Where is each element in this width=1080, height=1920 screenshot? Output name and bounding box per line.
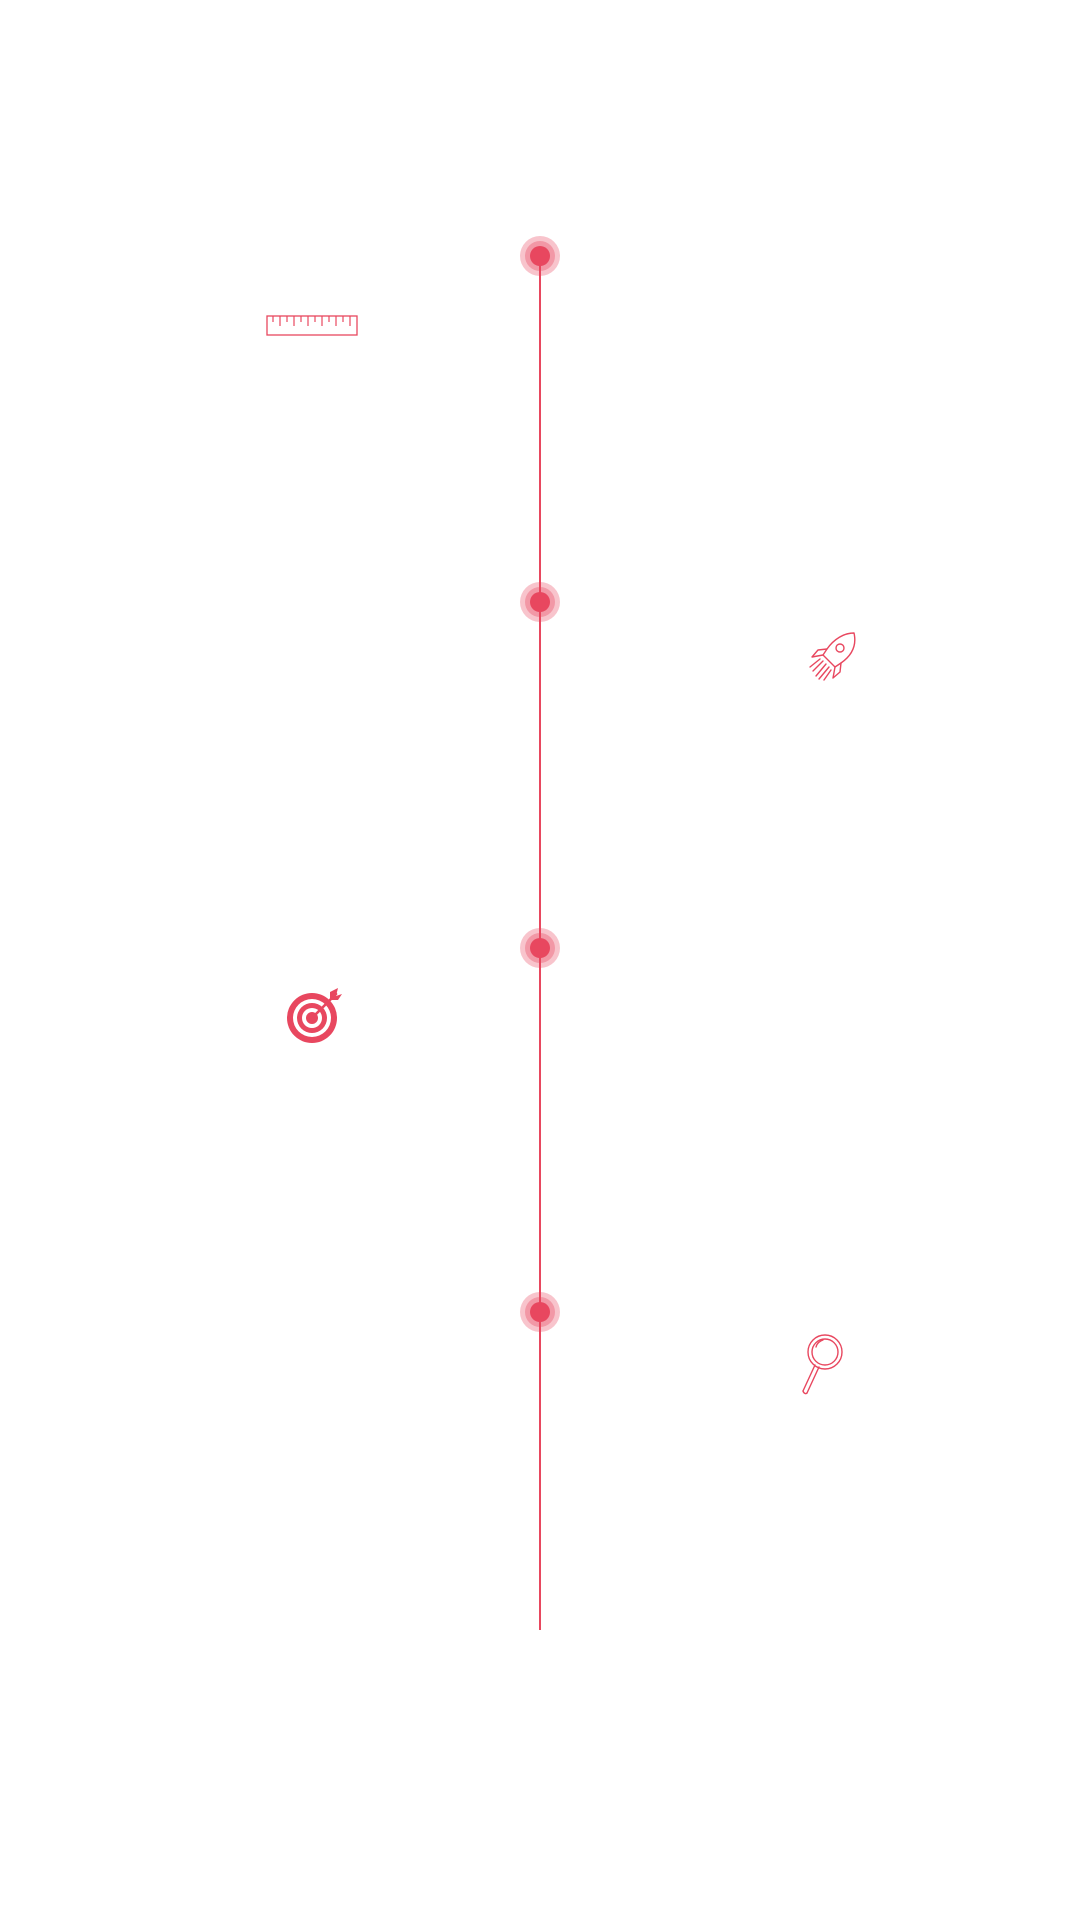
timeline-marker-1 <box>520 236 560 276</box>
timeline-marker-3 <box>520 928 560 968</box>
timeline-marker-4 <box>520 1292 560 1332</box>
timeline-marker-2 <box>520 582 560 622</box>
target-icon <box>284 986 344 1046</box>
rocket-icon <box>804 630 860 686</box>
magnifier-icon <box>796 1332 846 1396</box>
ruler-icon <box>266 314 360 338</box>
